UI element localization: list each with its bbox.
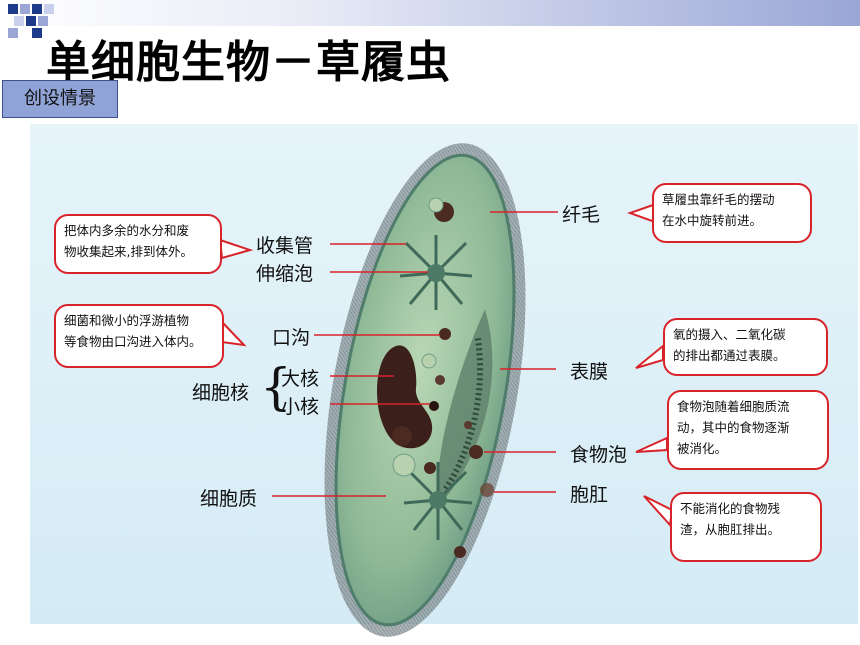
callout-membrane: 氧的摄入、二氧化碳 的排出都通过表膜。 — [663, 318, 828, 376]
callout-contractile-line-2: 物收集起来,排到体外。 — [64, 244, 193, 259]
callout-food-line-3: 被消化。 — [677, 441, 728, 456]
callout-oral: 细菌和微小的浮游植物 等食物由口沟进入体内。 — [54, 304, 224, 368]
pointer-lines — [272, 211, 558, 497]
callout-anal-line-1: 不能消化的食物残 — [680, 501, 781, 516]
callout-cilia-line-1: 草履虫靠纤毛的摆动 — [662, 192, 775, 207]
callout-cilia: 草履虫靠纤毛的摆动 在水中旋转前进。 — [652, 183, 812, 243]
callout-oral-line-2: 等食物由口沟进入体内。 — [64, 334, 202, 349]
section-tag[interactable]: 创设情景 — [2, 80, 118, 118]
header-decoration-band — [0, 0, 860, 26]
header-decoration-squares — [0, 0, 70, 40]
label-anal-pore: 胞肛 — [570, 484, 609, 506]
callout-cilia-line-2: 在水中旋转前进。 — [662, 213, 763, 228]
label-nucleus: 细胞核 — [192, 382, 250, 404]
callout-food: 食物泡随着细胞质流 动，其中的食物逐渐 被消化。 — [667, 390, 829, 470]
label-cilia: 纤毛 — [562, 204, 601, 226]
label-collecting-tube: 收集管 — [256, 235, 314, 257]
callout-contractile: 把体内多余的水分和废 物收集起来,排到体外。 — [54, 214, 222, 274]
label-oral-groove: 口沟 — [272, 327, 311, 349]
callout-membrane-line-2: 的排出都通过表膜。 — [673, 348, 786, 363]
page-title: 单细胞生物－草履虫 — [46, 37, 451, 88]
oral-groove-shape — [438, 309, 493, 505]
callout-membrane-line-1: 氧的摄入、二氧化碳 — [673, 327, 786, 342]
label-food-vacuole: 食物泡 — [570, 444, 628, 466]
nucleus-brace: { — [260, 358, 292, 416]
callout-oral-line-1: 细菌和微小的浮游植物 — [64, 313, 190, 328]
callout-food-line-1: 食物泡随着细胞质流 — [677, 399, 790, 414]
food-vacuole — [469, 445, 483, 459]
micronucleus — [429, 401, 439, 411]
callout-contractile-line-1: 把体内多余的水分和废 — [64, 223, 190, 238]
label-micronucleus: 小核 — [281, 396, 320, 418]
label-cytoplasm: 细胞质 — [200, 488, 258, 510]
callout-food-line-2: 动，其中的食物逐渐 — [677, 420, 790, 435]
callout-anal-line-2: 渣，从胞肛排出。 — [680, 522, 781, 537]
callout-tails — [218, 203, 674, 528]
label-contractile-vacuole: 伸缩泡 — [256, 263, 314, 285]
label-membrane: 表膜 — [570, 361, 609, 383]
label-macronucleus: 大核 — [281, 368, 320, 390]
callout-anal: 不能消化的食物残 渣，从胞肛排出。 — [670, 492, 822, 562]
anal-pore — [480, 483, 494, 497]
gullet-texture — [442, 337, 484, 492]
macronucleus — [377, 345, 433, 449]
